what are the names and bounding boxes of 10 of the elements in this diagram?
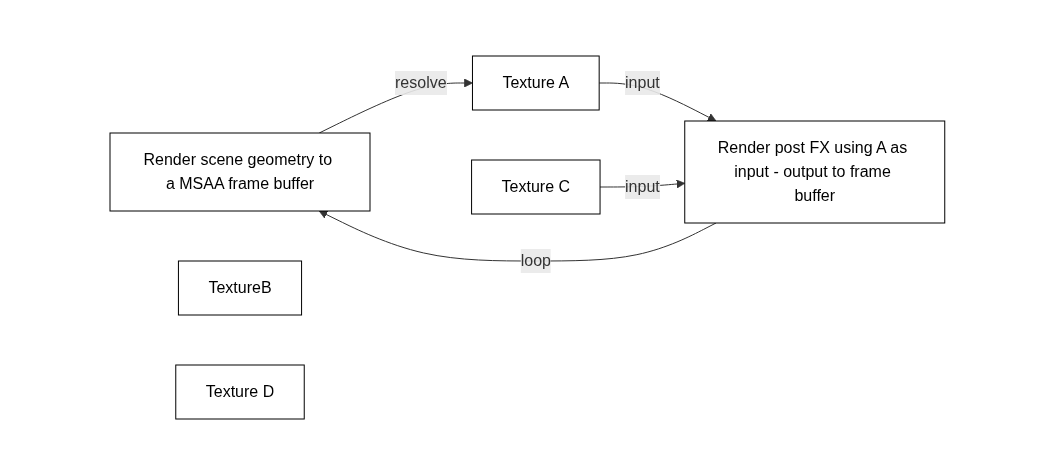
edge-label: input xyxy=(625,74,660,91)
node-box: Render post FX using A as input - output to frame buffer xyxy=(684,120,946,224)
node-box: Texture D xyxy=(175,364,305,420)
edge-label: loop xyxy=(520,252,552,269)
edge-label: resolve xyxy=(395,74,447,91)
node-box: TextureB xyxy=(178,260,303,316)
node-box: Texture C xyxy=(471,159,601,215)
node-box: Render scene geometry to a MSAA frame buffer xyxy=(109,132,371,212)
edge-label: input xyxy=(625,178,660,195)
node-box: Texture A xyxy=(472,55,600,111)
